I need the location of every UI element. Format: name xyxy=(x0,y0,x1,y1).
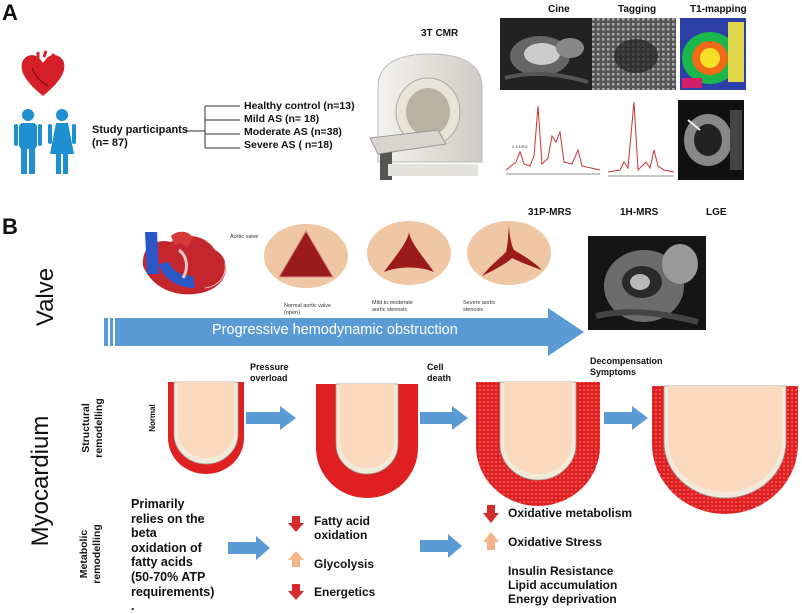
ventricle-cell-death xyxy=(476,381,600,506)
normal-label: Normal xyxy=(148,404,157,432)
stage-label-pressure: Pressure overload xyxy=(250,362,289,383)
oxidative-stress-text: Oxidative Stress xyxy=(508,535,603,549)
group-list: Healthy control (n=13) Mild AS (n= 18) M… xyxy=(244,100,355,152)
group-severe: Severe AS ( n=18) xyxy=(244,139,333,151)
progressive-obstruction-arrow xyxy=(104,308,584,356)
down-arrow-icon xyxy=(288,516,304,532)
arrow-metabolic-2 xyxy=(420,534,462,558)
t1-mapping-image xyxy=(680,18,746,90)
h1-label: 1H-MRS xyxy=(620,207,659,218)
scanner-label: 3T CMR xyxy=(421,28,459,39)
metabolic-baseline-text: Primarily relies on the beta oxidation o… xyxy=(131,497,215,614)
cine-label: Cine xyxy=(548,4,570,15)
oxidative-metabolism-text: Oxidative metabolism xyxy=(508,506,633,520)
structural-remodelling-label: Structural remodelling xyxy=(80,398,105,458)
stage-label-decompensation: Decompensation Symptoms xyxy=(590,356,663,377)
heart-anatomy-icon xyxy=(142,231,226,295)
group-mild: Mild AS (n= 18) xyxy=(244,113,320,125)
group-moderate: Moderate AS (n=38) xyxy=(244,126,342,138)
lge-image xyxy=(678,100,744,180)
heart-icon xyxy=(21,50,65,96)
valve-mild-icon xyxy=(367,221,451,285)
valve-caption-mild: Mild to moderate aortic stenosis xyxy=(372,300,413,313)
people-icon xyxy=(14,109,76,174)
p31-spectrum: 2,3-DPG xyxy=(502,92,604,184)
h1-spectrum xyxy=(606,92,676,184)
lge-label: LGE xyxy=(706,207,727,218)
valve-title: Valve xyxy=(32,267,59,327)
glycolysis-text: Glycolysis xyxy=(314,557,375,571)
aortic-valve-label: Aortic valve xyxy=(230,234,259,240)
panel-a-letter: A xyxy=(2,0,18,25)
down-arrow-icon xyxy=(483,505,499,523)
svg-text:2,3-DPG: 2,3-DPG xyxy=(512,144,528,149)
participants-label: Study participants (n= 87) xyxy=(92,124,188,149)
tagging-label: Tagging xyxy=(618,4,657,15)
tagging-image xyxy=(592,18,676,90)
valve-mri-image xyxy=(588,236,706,330)
valve-normal-icon xyxy=(264,224,348,288)
valve-severe-icon xyxy=(467,221,551,285)
arrow-metabolic-1 xyxy=(228,536,270,560)
t1-label: T1-mapping xyxy=(690,4,747,15)
arrow-stage-3 xyxy=(604,406,648,430)
p31-label: 31P-MRS xyxy=(528,207,572,218)
valve-caption-severe: Severe aortic stenosis xyxy=(463,300,496,313)
ventricle-decompensation xyxy=(652,385,798,514)
ventricle-pressure-overload xyxy=(316,383,418,498)
metabolic-late-extra: Insulin Resistance Lipid accumulation En… xyxy=(508,564,618,606)
group-healthy: Healthy control (n=13) xyxy=(244,100,355,112)
myocardium-title: Myocardium xyxy=(27,415,54,547)
ventricle-normal xyxy=(168,381,244,474)
up-arrow-icon xyxy=(483,532,499,550)
down-arrow-icon xyxy=(288,584,304,600)
valve-caption-normal: Normal aortic valve (open) xyxy=(284,303,332,316)
arrow-stage-2 xyxy=(420,406,468,430)
panel-b-letter: B xyxy=(2,214,18,239)
stage-label-cell-death: Cell death xyxy=(427,362,452,383)
metabolic-remodelling-label: Metabolic remodelling xyxy=(78,524,103,584)
arrow-stage-1 xyxy=(246,406,296,430)
group-bracket xyxy=(185,105,240,149)
cine-image xyxy=(500,18,592,90)
fatty-acid-oxidation-text: Fatty acid oxidation xyxy=(314,514,371,542)
progressive-obstruction-text: Progressive hemodynamic obstruction xyxy=(212,322,458,338)
mri-scanner-icon xyxy=(369,53,483,180)
up-arrow-icon xyxy=(288,551,304,567)
energetics-text: Energetics xyxy=(314,585,376,599)
